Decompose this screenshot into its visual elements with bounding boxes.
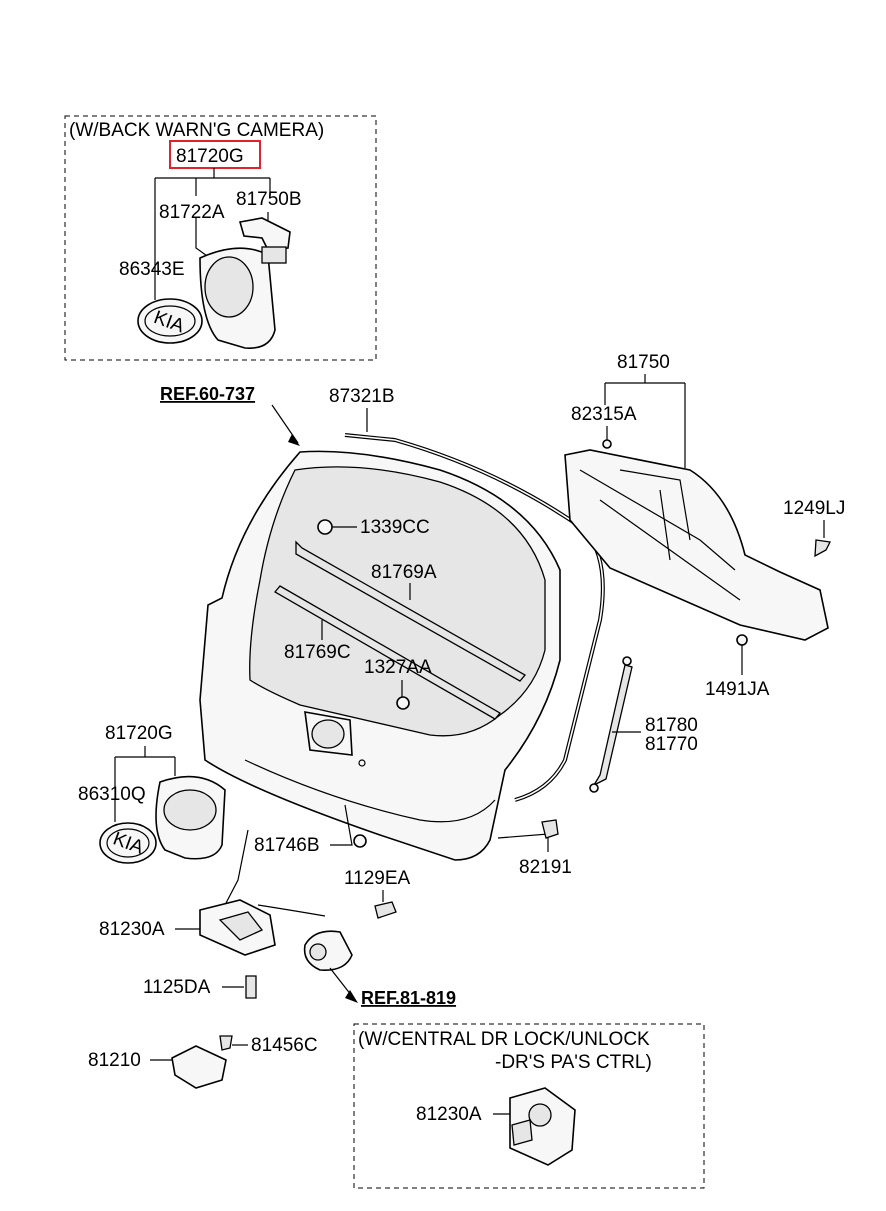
label-81722A[interactable]: 81722A [159, 202, 225, 223]
label-81769C[interactable]: 81769C [284, 642, 351, 663]
label-81720G-highlighted[interactable]: 81720G [176, 146, 244, 167]
bolt-1125DA-part [245, 975, 257, 999]
latch-central-part [509, 1087, 576, 1166]
label-81769A[interactable]: 81769A [371, 562, 437, 583]
trim-panel-ribs [579, 469, 741, 601]
grommet-1339CC-part [317, 519, 333, 535]
arrow-head [288, 434, 300, 446]
label-1129EA[interactable]: 1129EA [344, 868, 411, 889]
emblem-cover-window [163, 789, 217, 831]
label-86310Q[interactable]: 86310Q [78, 784, 146, 805]
label-1491JA[interactable]: 1491JA [705, 679, 770, 700]
arrow-head [345, 990, 358, 1003]
ref-60-737-link[interactable]: REF.60-737 [160, 384, 255, 404]
leader-bracket [604, 374, 686, 468]
lock-actuator-drum [309, 943, 327, 961]
leader-line [497, 833, 549, 852]
grommet-81746B-part [353, 834, 367, 848]
gas-lift-ball-part [622, 656, 632, 666]
central-lock-option-box [353, 1023, 705, 1189]
latch-cable [257, 904, 326, 917]
label-81750B[interactable]: 81750B [236, 189, 302, 210]
leader-bracket [114, 746, 176, 822]
rail-81769C-part [274, 585, 501, 720]
central-lock-box-title-1: (W/CENTRAL DR LOCK/UNLOCK [358, 1029, 650, 1050]
label-1125DA[interactable]: 1125DA [143, 977, 211, 998]
clip-82315A-part [602, 439, 612, 449]
latch-central-gear [528, 1103, 552, 1127]
camera-box-title: (W/BACK WARN'G CAMERA) [69, 120, 324, 141]
central-lock-box-title-2: -DR'S PA'S CTRL) [495, 1052, 652, 1073]
bolt-1129EA-part [374, 901, 397, 919]
latch-rod [224, 829, 249, 906]
label-86343E[interactable]: 86343E [119, 259, 185, 280]
label-81456C[interactable]: 81456C [251, 1035, 318, 1056]
latch-central-connector [511, 1119, 533, 1146]
label-82191[interactable]: 82191 [519, 857, 572, 878]
camera-connector-part [238, 217, 291, 251]
label-1339CC[interactable]: 1339CC [360, 517, 430, 538]
camera-option-box [64, 115, 377, 361]
label-1327AA[interactable]: 1327AA [364, 657, 432, 678]
trim-panel-part [564, 449, 829, 641]
screw-81456C-part [219, 1035, 233, 1051]
nut-1327AA-part [396, 696, 410, 710]
hole-part [358, 759, 366, 767]
camera-lens-part [204, 256, 254, 318]
leader-line [195, 218, 211, 259]
screw-1249LJ-part [814, 539, 831, 558]
label-82315A[interactable]: 82315A [571, 404, 637, 425]
gas-lift-ball-part [589, 783, 599, 793]
label-81770[interactable]: 81770 [645, 734, 698, 755]
label-81210[interactable]: 81210 [88, 1050, 141, 1071]
highlight-frame [169, 140, 261, 169]
label-81720G[interactable]: 81720G [105, 723, 173, 744]
clip-1491JA-part [736, 634, 748, 646]
handle-81210-part [171, 1045, 227, 1089]
bumper-82191-part [541, 819, 559, 839]
label-81750[interactable]: 81750 [617, 352, 670, 373]
label-81780[interactable]: 81780 [645, 715, 698, 736]
gas-lift-part [592, 664, 633, 787]
tailgate-emblem-part [311, 719, 345, 749]
label-81230A-central[interactable]: 81230A [416, 1104, 482, 1125]
rail-81769A-part [295, 540, 526, 682]
latch-mechanism [218, 911, 264, 941]
leader-bracket [154, 168, 271, 300]
kia-emblem-lower-ring [106, 828, 150, 858]
leader-line [330, 804, 353, 846]
label-81746B[interactable]: 81746B [254, 835, 320, 856]
ref-81-819-link[interactable]: REF.81-819 [361, 988, 456, 1008]
camera-plug-part [261, 246, 287, 264]
label-81230A[interactable]: 81230A [99, 919, 165, 940]
kia-emblem-ring [144, 305, 196, 337]
label-1249LJ[interactable]: 1249LJ [783, 498, 845, 519]
panel-crease [244, 759, 496, 823]
label-87321B[interactable]: 87321B [329, 386, 395, 407]
